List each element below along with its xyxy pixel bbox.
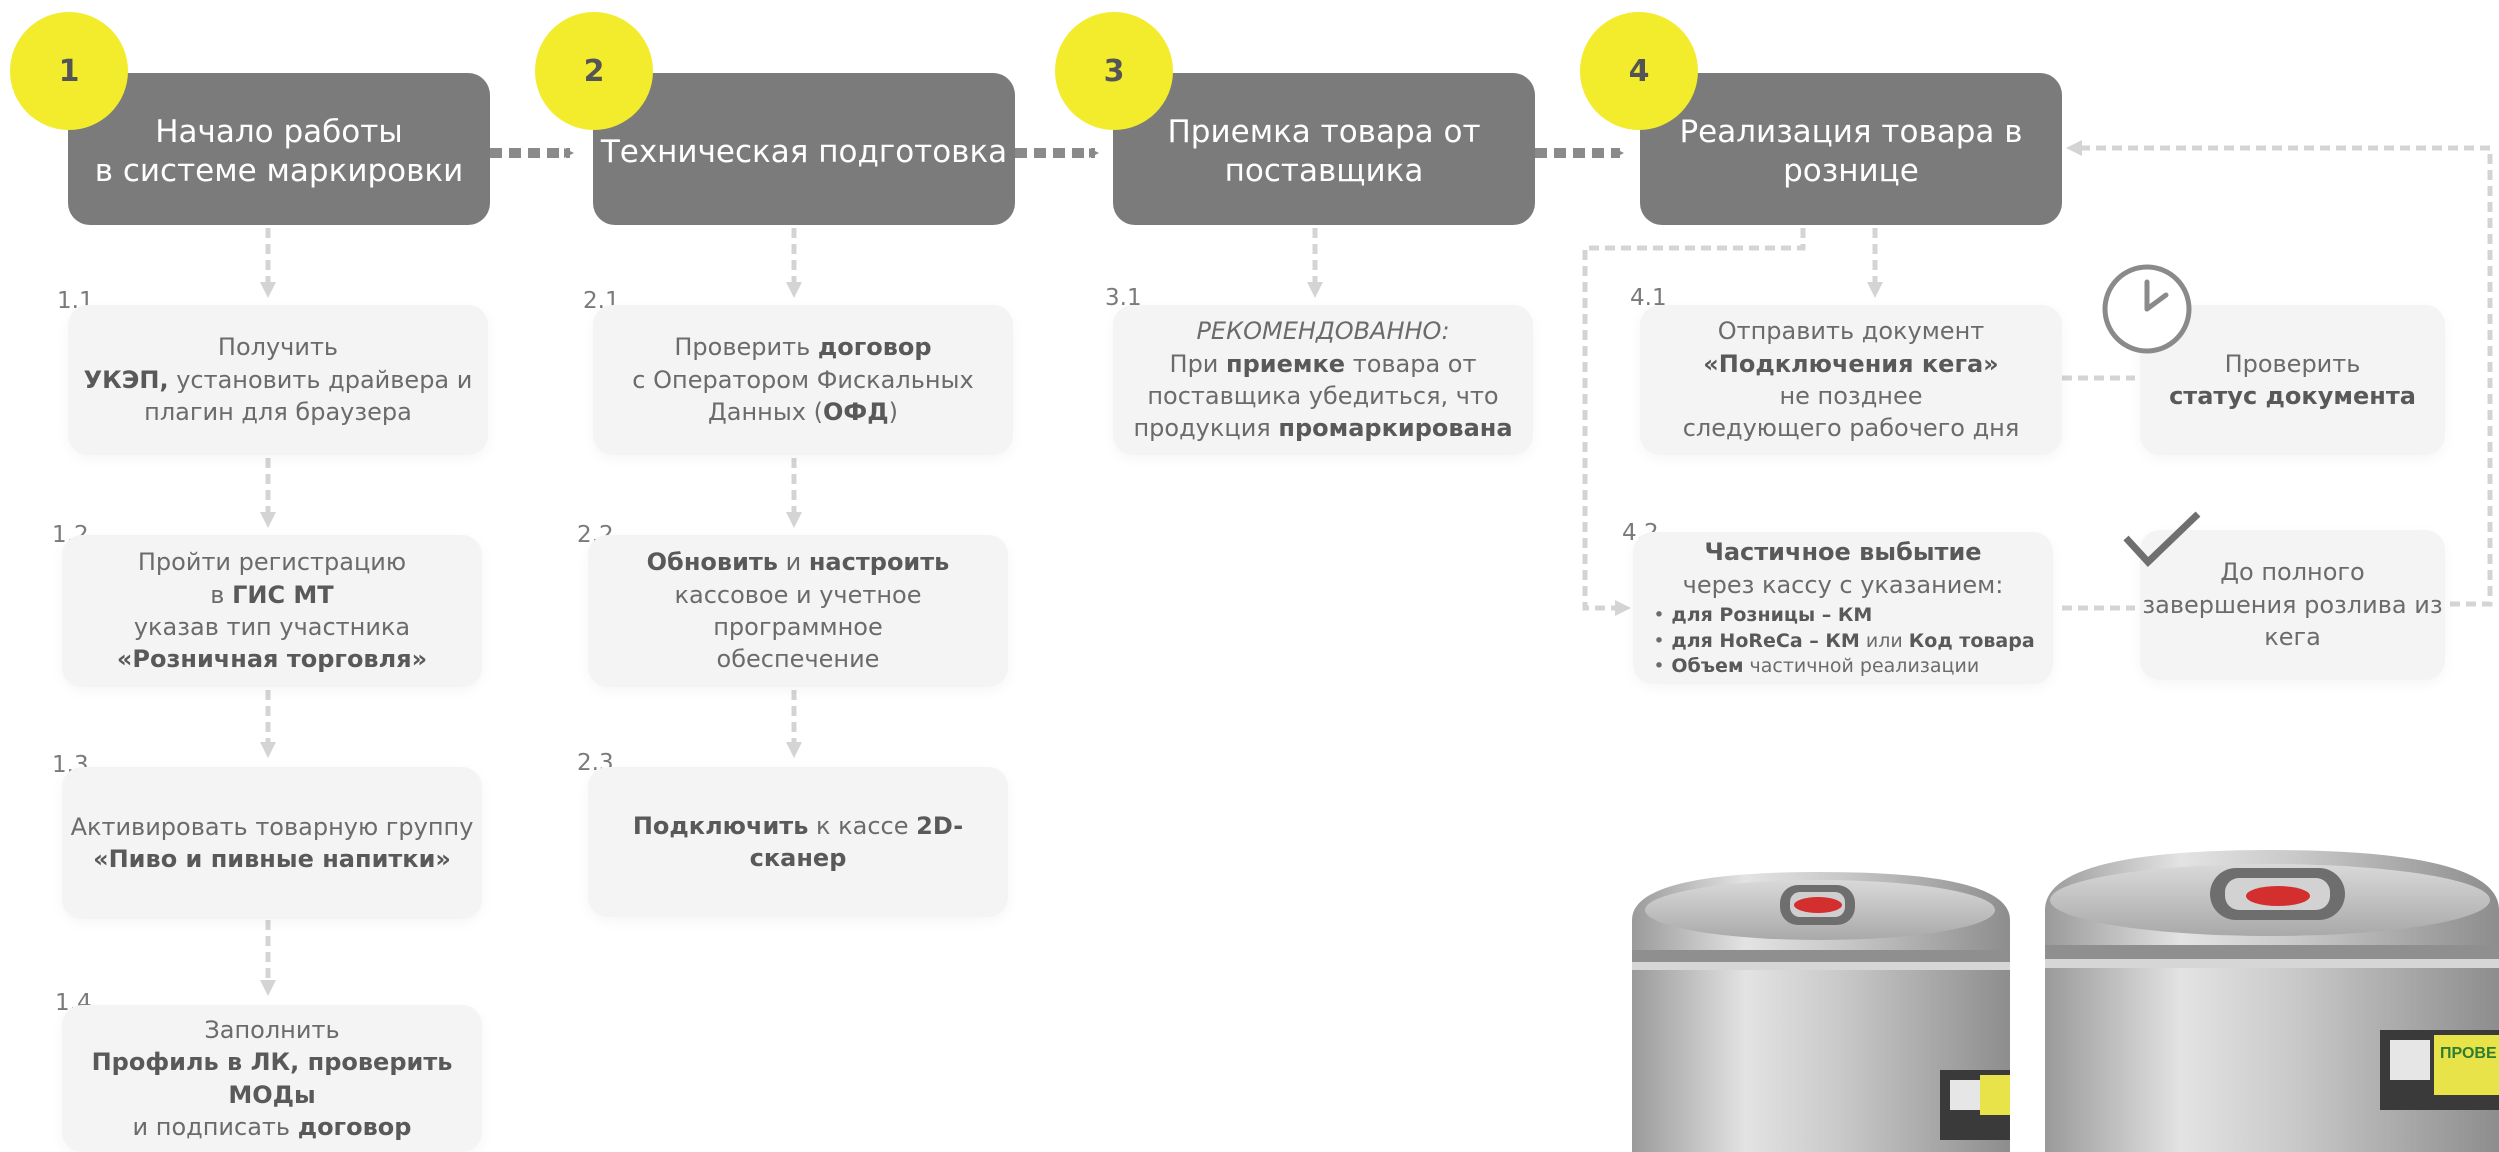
stage-3-badge: 3 (1055, 12, 1173, 130)
step-text: При (1169, 349, 1227, 378)
step-1-2: Пройти регистрацию в ГИС МТ указав тип у… (62, 535, 482, 687)
step-text: и (777, 548, 809, 577)
step-4-1: Отправить документ «Подключения кега» не… (1640, 305, 2062, 455)
step-1-4: Заполнить Профиль в ЛК, проверить МОДы и… (62, 1005, 482, 1152)
step-bold: Подключить (632, 811, 809, 840)
step-1-3: Активировать товарную группу «Пиво и пив… (62, 767, 482, 919)
step-text: Активировать товарную группу (70, 812, 474, 841)
step-3-1: РЕКОМЕНДОВАННО: При приемке товара от по… (1113, 305, 1533, 455)
step-text: Получить (217, 333, 339, 362)
step-text: Проверить (2224, 349, 2361, 378)
step-connectors (260, 140, 2493, 996)
step-text: продукция (1133, 414, 1279, 443)
step-text: товара от (1345, 349, 1477, 378)
step-bold: для HoReCa – КМ (1671, 629, 1860, 652)
step-4-2-until-complete: До полного завершения розлива из кега (2140, 530, 2445, 680)
step-4-1-check-status: Проверить статус документа (2140, 305, 2445, 455)
step-bold: настроить (808, 548, 950, 577)
step-text: Данных ( (708, 398, 823, 427)
step-bold: Профиль в ЛК, проверить МОДы (91, 1048, 453, 1109)
step-2-1: Проверить договор с Оператором Фискальны… (593, 305, 1013, 455)
step-text: не позднее (1779, 382, 1923, 410)
step-text: обеспечение (716, 645, 880, 674)
step-bold: Объем (1671, 655, 1744, 678)
step-4-2: Частичное выбытие через кассу с указание… (1633, 532, 2053, 684)
list-item: для HoReCa – КМ или Код товара (1651, 629, 2034, 655)
step-bold: ОФД (823, 398, 889, 427)
step-text: частичной реализации (1743, 655, 1980, 678)
step-bold: «Пиво и пивные напитки» (93, 845, 451, 873)
stage-1-badge: 1 (10, 12, 128, 130)
step-text: Проверить (674, 333, 818, 362)
list-item: для Розницы – КМ (1651, 603, 2034, 629)
step-text: установить драйвера и (168, 365, 473, 394)
step-text: Заполнить (204, 1015, 340, 1044)
step-bold: приемке (1226, 349, 1346, 378)
stage-2-box: Техническая подготовка (593, 73, 1015, 225)
step-bold: 2D-сканер (749, 811, 964, 872)
step-text: в (210, 580, 233, 609)
step-bold: Код товара (1908, 629, 2035, 652)
step-bold: промаркирована (1278, 414, 1513, 443)
step-text: кассовое и учетное программное (674, 580, 922, 641)
keg-left (1632, 872, 2010, 1152)
step-text: Отправить документ (1717, 317, 1985, 346)
step-text: следующего рабочего дня (1682, 414, 2020, 443)
step-2-2: Обновить и настроить кассовое и учетное … (588, 535, 1008, 687)
step-list: для Розницы – КМ для HoReCa – КМ или Код… (1651, 603, 2034, 680)
step-text: Пройти регистрацию (137, 548, 407, 577)
step-text: или (1859, 629, 1909, 652)
step-bold: статус документа (2169, 382, 2416, 410)
list-item: Объем частичной реализации (1651, 654, 2034, 680)
step-text: через кассу с указанием: (1682, 570, 2004, 599)
keg-label: ПРОВЕ (2440, 1045, 2497, 1062)
step-2-3: Подключить к кассе 2D-сканер (588, 767, 1008, 917)
stage-4-box: Реализация товара в рознице (1640, 73, 2062, 225)
stage-3-box: Приемка товара от поставщика (1113, 73, 1535, 225)
stage-2-badge: 2 (535, 12, 653, 130)
step-1-1: Получить УКЭП, установить драйвера и пла… (68, 305, 488, 455)
stage-4-badge: 4 (1580, 12, 1698, 130)
stage-1-box: Начало работы в системе маркировки (68, 73, 490, 225)
step-bold: ГИС МТ (232, 580, 334, 609)
step-text: и подписать (132, 1112, 298, 1141)
step-text: ) (888, 398, 898, 427)
step-bold: «Подключения кега» (1703, 349, 1999, 378)
step-text: кега (2264, 623, 2321, 652)
step-bold: «Розничная торговля» (116, 645, 428, 674)
checkmark-icon (2123, 511, 2201, 568)
step-bold: УКЭП, (83, 365, 169, 394)
step-text: к кассе (808, 811, 917, 840)
keg-illustration: ПРОВЕ (1632, 850, 2499, 1152)
step-bold: Обновить (646, 548, 778, 577)
keg-right: ПРОВЕ (2045, 850, 2499, 1152)
step-italic: РЕКОМЕНДОВАННО: (1196, 317, 1450, 346)
step-bold: договор (297, 1112, 412, 1141)
step-text: завершения розлива из (2142, 590, 2443, 619)
step-text: До полного (2220, 558, 2365, 587)
step-text: с Оператором Фискальных (632, 365, 974, 394)
step-bold: договор (817, 333, 932, 362)
step-text: поставщика убедиться, что (1147, 382, 1499, 410)
clock-icon (2102, 264, 2192, 354)
step-bold: для Розницы – КМ (1671, 603, 1873, 626)
step-bold: Частичное выбытие (1704, 538, 1982, 567)
step-text: указав тип участника (133, 613, 411, 641)
step-text: плагин для браузера (144, 398, 412, 427)
